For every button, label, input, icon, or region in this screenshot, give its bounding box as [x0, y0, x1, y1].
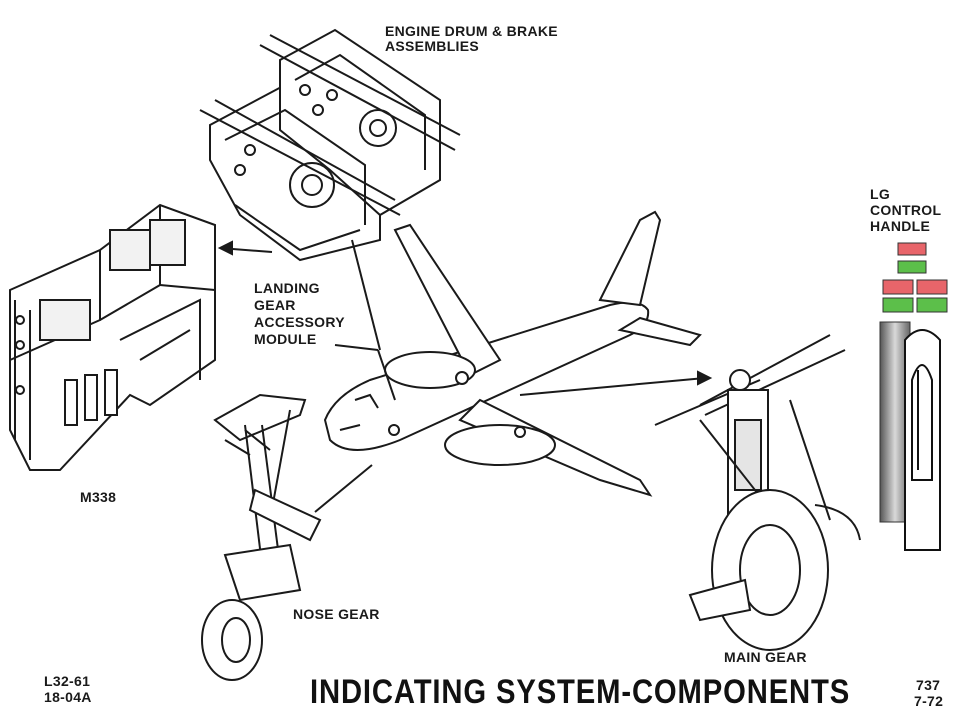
- nose-gear: [201, 393, 322, 681]
- airplane: [323, 210, 702, 497]
- m338-label: M338: [80, 489, 117, 505]
- engine-drum-label: ENGINE DRUM & BRAKE ASSEMBLIES: [385, 23, 558, 54]
- lg-control-handle: [879, 242, 948, 551]
- main-gear-label: MAIN GEAR: [724, 649, 807, 665]
- main-gear: [654, 334, 861, 651]
- nose-gear-label: NOSE GEAR: [293, 606, 380, 622]
- lg-control-handle-label: LG CONTROL HANDLE: [870, 186, 942, 234]
- ref-right-1: 737: [916, 677, 941, 693]
- engine-drum-brake-assemblies: [199, 28, 461, 262]
- ref-right-2: 7-72: [914, 693, 944, 709]
- module-label: LANDING GEAR ACCESSORY MODULE: [254, 280, 345, 347]
- ref-left-1: L32-61: [44, 673, 91, 689]
- landing-gear-accessory-module: [9, 203, 216, 471]
- leader-lines: [217, 239, 713, 513]
- diagram-title: INDICATING SYSTEM-COMPONENTS: [310, 673, 851, 711]
- ref-left-2: 18-04A: [44, 689, 92, 705]
